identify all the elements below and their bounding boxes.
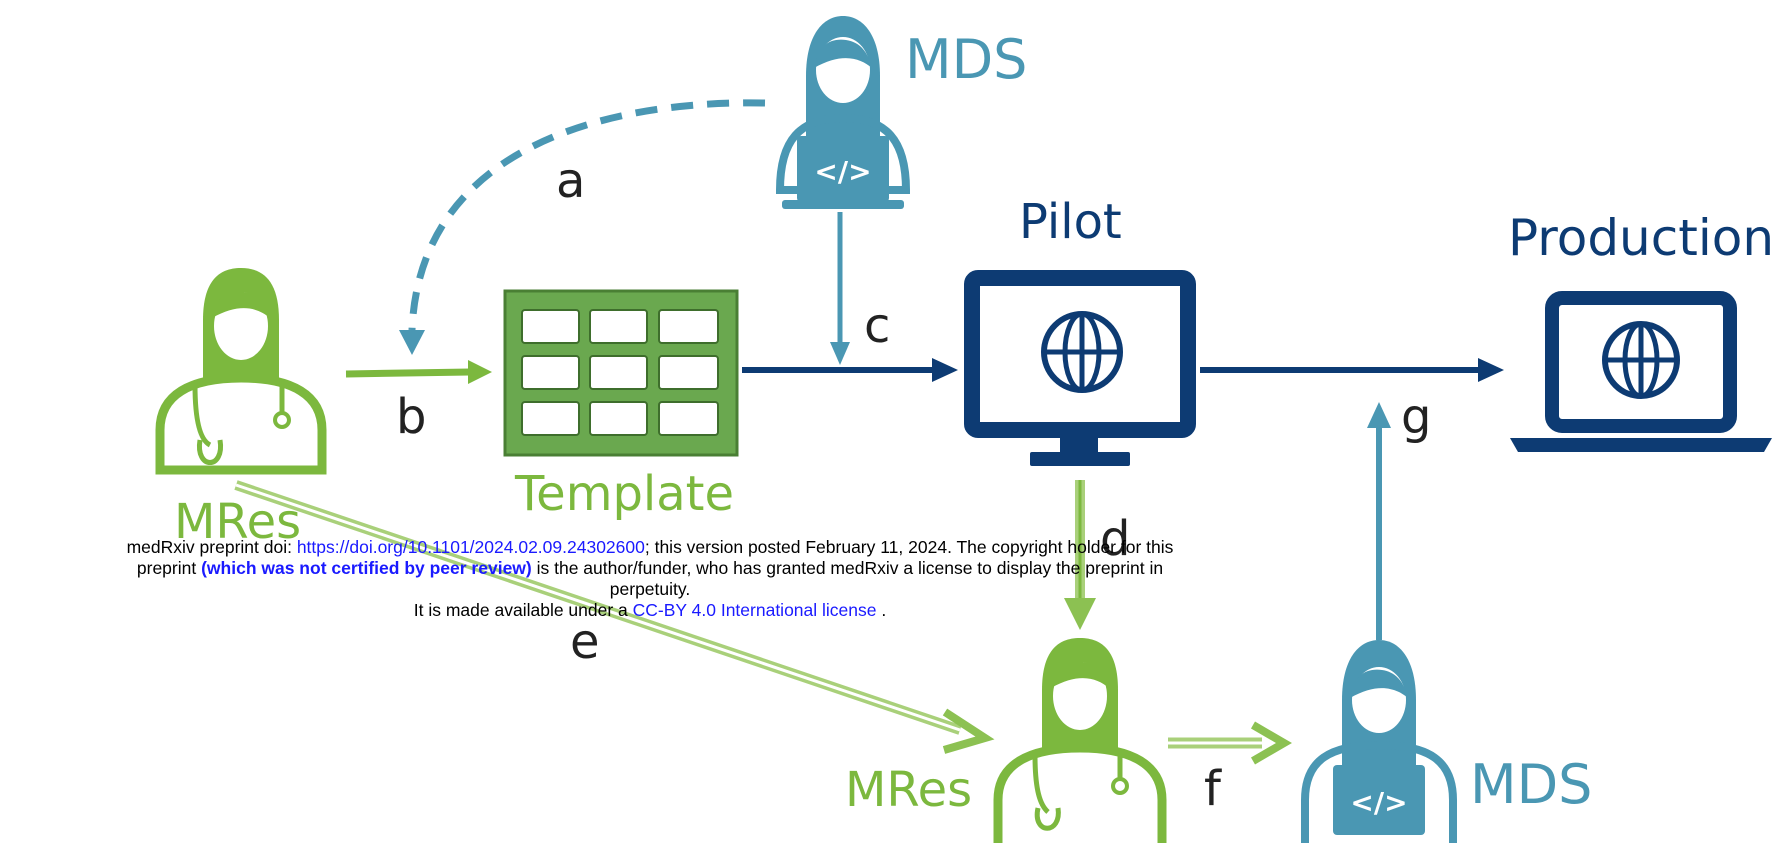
pilot-label: Pilot — [1019, 194, 1122, 250]
arrow-pilot-production — [1200, 358, 1504, 382]
arrow-c-mds — [830, 212, 850, 365]
arrow-d — [1064, 480, 1096, 630]
doctor-with-stethoscope-icon — [155, 268, 327, 475]
notice-line2-prefix: preprint — [136, 558, 202, 578]
template-label: Template — [514, 466, 734, 522]
notice-line2-suffix: is the author/funder, who has granted me… — [531, 558, 1164, 578]
doi-link[interactable]: https://doi.org/10.1101/2024.02.09.24302… — [296, 537, 645, 557]
notice-line-4: It is made available under a CC-BY 4.0 I… — [0, 600, 1300, 621]
notice-line-1: medRxiv preprint doi: https://doi.org/10… — [0, 537, 1300, 558]
mds-bottom-label: MDS — [1470, 753, 1592, 816]
peer-review-note: (which was not certified by peer review) — [201, 558, 532, 578]
arrow-g — [1367, 402, 1391, 640]
step-label-d: d — [1100, 511, 1130, 567]
mres-left-label: MRes — [174, 494, 301, 550]
mres-bottom-label: MRes — [845, 762, 972, 818]
doctor-with-stethoscope-icon — [993, 638, 1167, 843]
spreadsheet-grid-icon — [503, 289, 739, 457]
code-glyph-bottom: </> — [1350, 786, 1407, 819]
step-label-a: a — [556, 153, 585, 209]
arrow-c — [742, 358, 958, 382]
developer-with-laptop-icon — [1301, 640, 1457, 843]
production-label: Production — [1508, 209, 1774, 267]
license-link[interactable]: CC-BY 4.0 International license — [632, 600, 877, 620]
step-label-g: g — [1401, 389, 1431, 445]
notice-line1-prefix: medRxiv preprint doi: — [126, 537, 297, 557]
notice-line4-prefix: It is made available under a — [413, 600, 633, 620]
mds-top-label: MDS — [905, 28, 1027, 91]
developer-with-laptop-icon — [775, 16, 911, 209]
step-label-e: e — [570, 614, 600, 670]
preprint-notice: medRxiv preprint doi: https://doi.org/10… — [0, 537, 1300, 621]
arrow-e — [234, 480, 995, 754]
arrow-a — [399, 99, 766, 355]
code-glyph-top: </> — [814, 155, 871, 188]
notice-line-2: preprint (which was not certified by pee… — [0, 558, 1300, 579]
step-label-f: f — [1204, 761, 1222, 817]
notice-line1-suffix: ; this version posted February 11, 2024.… — [644, 537, 1174, 557]
desktop-monitor-globe-icon — [964, 270, 1196, 466]
arrow-b — [345, 360, 492, 384]
step-label-b: b — [396, 389, 426, 445]
notice-line-3: perpetuity. — [609, 579, 691, 599]
arrow-f — [1168, 721, 1292, 765]
notice-line4-suffix: . — [876, 600, 887, 620]
laptop-globe-icon — [1510, 291, 1772, 452]
step-label-c: c — [864, 298, 890, 354]
